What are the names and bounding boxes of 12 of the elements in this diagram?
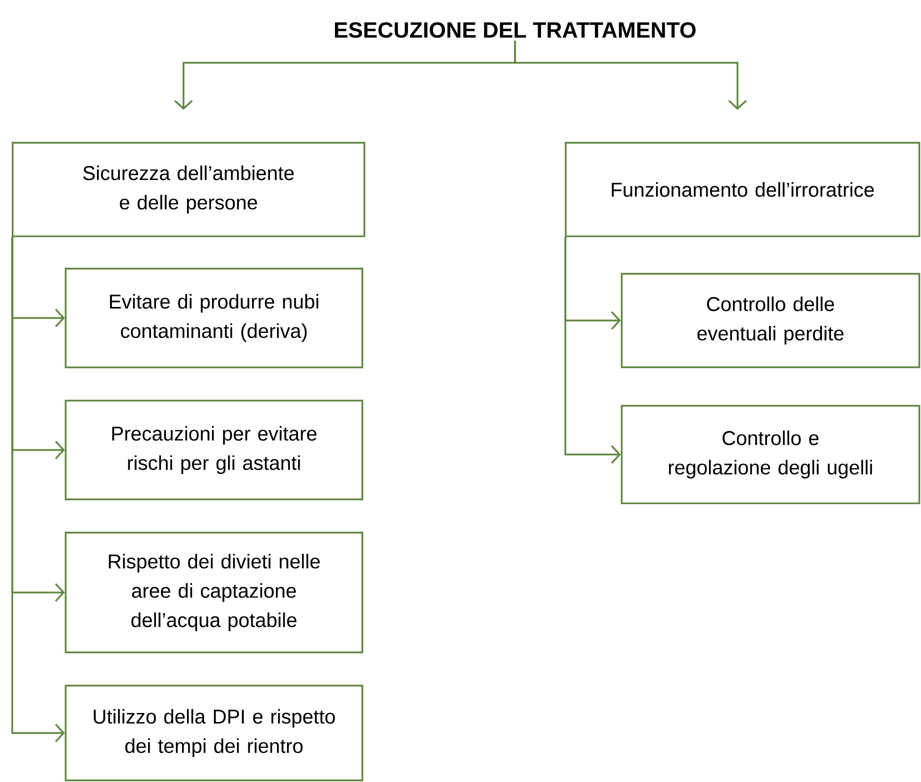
text-box: Controllo delle eventuali perdite <box>620 272 920 368</box>
text-box: Rispetto dei divieti nelle aree di captazione dell’acqua potabile <box>64 532 364 654</box>
arrow <box>564 237 621 464</box>
text-box: Evitare di produrre nubi contaminanti (deriva) <box>64 268 364 368</box>
text-box: Precauzioni per evitare rischi per gli astanti <box>64 400 364 500</box>
arrow <box>11 237 65 742</box>
text-box: Controllo e regolazione degli ugelli <box>620 404 920 504</box>
heading: ESECUZIONE DEL TRATTAMENTO <box>334 22 696 38</box>
text-box: Funzionamento dell’irroratrice <box>564 142 920 238</box>
arrow <box>514 40 747 110</box>
text-box: Utilizzo della DPI e rispetto dei tempi dei rientro <box>64 684 364 782</box>
text-box: Sicurezza dell’ambiente e delle persone <box>12 142 366 238</box>
